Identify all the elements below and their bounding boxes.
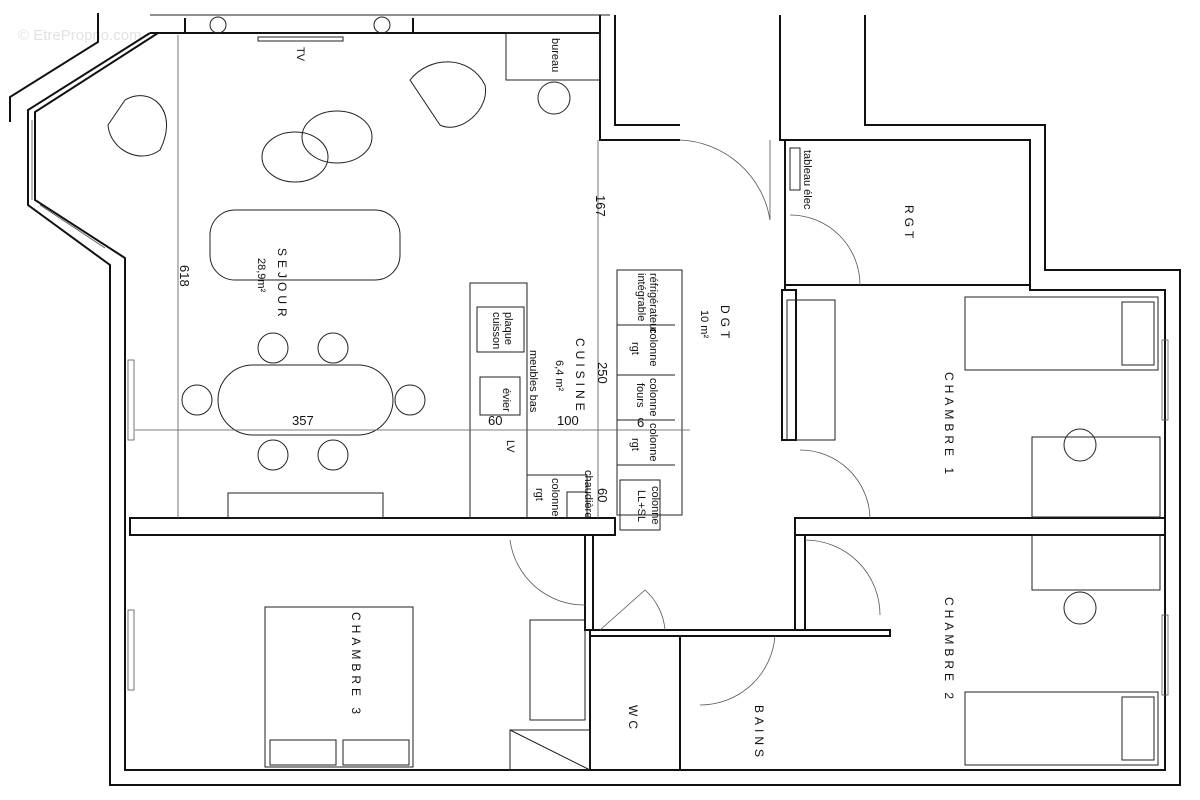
room-cuisine: CUISINE (573, 338, 587, 415)
plaque-label-1: plaque (502, 312, 514, 345)
watermark: © EtreProprio.com (18, 27, 142, 44)
dim-60-chaudiere: 60 (595, 488, 610, 502)
sideboard (227, 492, 384, 519)
dim-60: 60 (488, 413, 502, 428)
desk (1031, 534, 1161, 591)
colonne-rgt-3-label-2: rgt (533, 488, 545, 501)
lv-label: LV (504, 440, 516, 453)
colonne-ll-sl-label: colonne (649, 486, 661, 525)
refrigerateur-label-2: intégrable (635, 273, 647, 321)
electrical-panel (789, 147, 801, 191)
area-dgt: 10 m² (698, 310, 710, 338)
kitchen-counter (469, 282, 528, 519)
colonne-fours-label-2: fours (634, 383, 646, 408)
room-wc: WC (626, 705, 640, 733)
colonne-fours-label: colonne (647, 378, 659, 417)
room-sejour: SEJOUR (275, 248, 289, 321)
tv-label: TV (294, 47, 306, 62)
room-chambre-1: CHAMBRE 1 (942, 372, 956, 478)
bureau-desk (505, 32, 601, 81)
tableau-elec-label: tableau élec (801, 150, 813, 210)
sofa (209, 209, 401, 281)
dim-6: 6 (637, 415, 644, 430)
plaque-label-2: cuisson (490, 312, 502, 349)
dim-250: 250 (595, 362, 610, 384)
colonne-rgt-2-label-2: rgt (629, 438, 641, 451)
sink (479, 376, 521, 416)
armchair (409, 61, 486, 128)
colonne-ll-sl-label-2: LL+SL (635, 490, 647, 522)
bed (964, 296, 1159, 371)
dimension-lines (135, 35, 690, 518)
room-rgt: RGT (902, 205, 916, 242)
coffee-table (301, 110, 373, 164)
coffee-table (261, 131, 329, 183)
tv-unit (257, 36, 344, 42)
room-chambre-2: CHAMBRE 2 (942, 597, 956, 703)
dim-618: 618 (177, 265, 192, 287)
refrigerateur-label-1: réfrigérateur (647, 273, 659, 333)
evier-label: évier (500, 388, 512, 412)
dim-167: 167 (593, 195, 608, 217)
room-chambre-3: CHAMBRE 3 (349, 612, 363, 718)
labels: TV bureau tableau élec 167 618 357 SEJOU… (177, 38, 956, 761)
dining-table (217, 364, 394, 436)
armchair (107, 95, 167, 157)
chaudiere-label: chaudière (582, 470, 594, 518)
area-sejour: 28,9m² (255, 258, 267, 293)
area-cuisine: 6,4 m² (553, 360, 565, 392)
furniture (107, 32, 1161, 768)
bureau-label: bureau (549, 38, 561, 72)
room-bains: BAINS (752, 705, 766, 761)
colonne-rgt-1-label-2: rgt (629, 342, 641, 355)
colonne-rgt-2-label: colonne (647, 423, 659, 462)
kitchen-columns (616, 269, 683, 516)
colonne-rgt-3-label: colonne (549, 478, 561, 517)
desk (1031, 436, 1161, 518)
dim-100: 100 (557, 413, 579, 428)
colonne-rgt-1-label: colonne (647, 328, 659, 367)
room-dgt: DGT (718, 305, 732, 342)
doors (509, 139, 881, 706)
chair (537, 81, 571, 115)
bed (964, 691, 1159, 766)
meubles-bas-label: meubles bas (527, 350, 539, 413)
exterior-walls (9, 13, 1181, 786)
bed (264, 606, 414, 768)
dim-357: 357 (292, 413, 314, 428)
